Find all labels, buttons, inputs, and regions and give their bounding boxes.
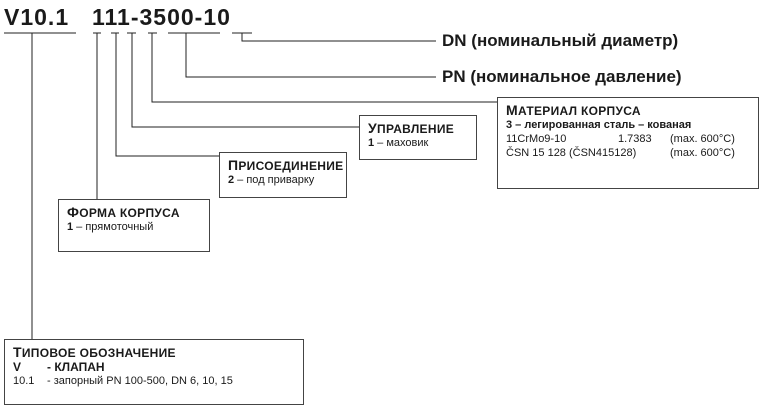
box-control: УПРАВЛЕНИЕ 1 – маховик bbox=[359, 115, 477, 160]
box-connection-title: ПРИСОЕДИНЕНИЕ bbox=[228, 157, 344, 173]
box-control-value: 1 – маховик bbox=[368, 137, 429, 149]
box-control-title: УПРАВЛЕНИЕ bbox=[368, 120, 455, 136]
label-dn: DN (номинальный диаметр) bbox=[442, 31, 679, 50]
box-body-form: ФОРМА КОРПУСА 1 – прямоточный bbox=[58, 199, 210, 252]
box-connection: ПРИСОЕДИНЕНИЕ 2 – под приварку bbox=[219, 152, 347, 198]
box-material-row2: ČSN 15 128 (ČSN415128)(max. 600°C) bbox=[506, 147, 735, 159]
code-part2: 111-3500-10 bbox=[92, 4, 231, 30]
box-body-form-title: ФОРМА КОРПУСА bbox=[67, 204, 180, 220]
box-type-valve: V- КЛАПАН bbox=[13, 360, 105, 374]
box-material-line1: 3 – легированная сталь – кованая bbox=[506, 119, 692, 131]
box-material-title: МАТЕРИАЛ КОРПУСА bbox=[506, 102, 641, 118]
box-body-form-value: 1 – прямоточный bbox=[67, 221, 154, 233]
box-type-title: ТИПОВОЕ ОБОЗНАЧЕНИЕ bbox=[13, 344, 176, 360]
box-connection-value: 2 – под приварку bbox=[228, 174, 315, 186]
label-pn: PN (номинальное давление) bbox=[442, 67, 682, 86]
box-material: МАТЕРИАЛ КОРПУСА 3 – легированная сталь … bbox=[497, 97, 759, 189]
code-part1: V10.1 bbox=[4, 4, 70, 30]
box-type-row: 10.1- запорный PN 100-500, DN 6, 10, 15 bbox=[13, 375, 233, 387]
box-type: ТИПОВОЕ ОБОЗНАЧЕНИЕ V- КЛАПАН 10.1- запо… bbox=[4, 339, 304, 405]
